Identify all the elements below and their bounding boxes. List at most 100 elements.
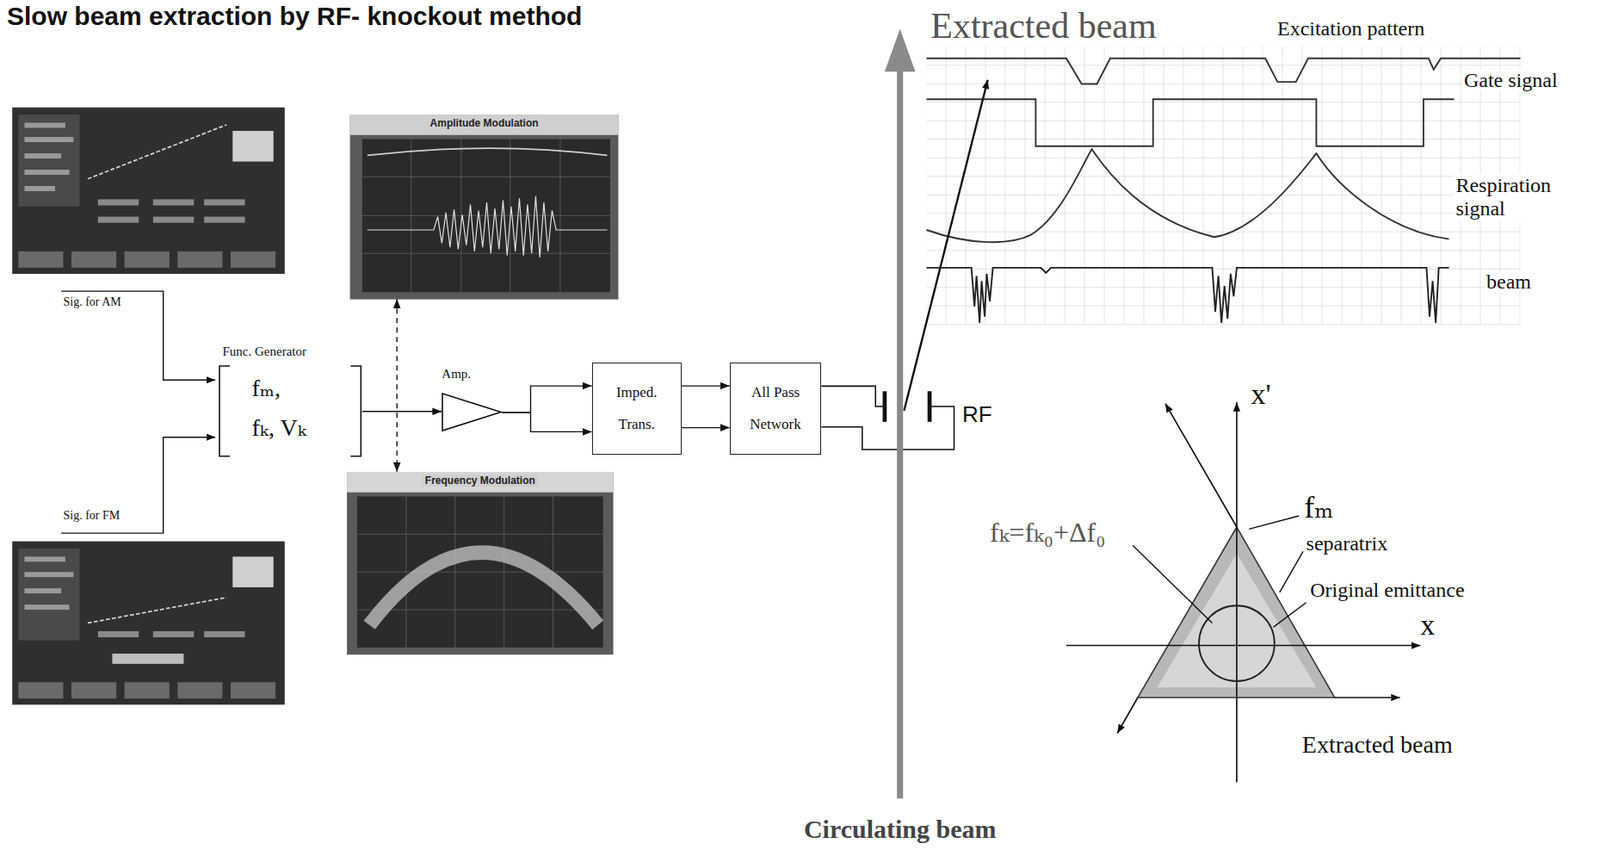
electrode-plate	[927, 390, 933, 422]
screen-box	[232, 555, 273, 587]
screen-area	[357, 495, 604, 647]
screen-grid	[357, 495, 604, 647]
screen-text-block	[153, 630, 194, 637]
all-pass-network: All Pass Network	[729, 362, 822, 455]
screen-text-block	[98, 630, 139, 637]
beam-label: Extracted beam	[930, 7, 1156, 44]
electrode-label: RF	[962, 402, 993, 426]
screen-text-block	[24, 123, 65, 129]
fm-band	[369, 552, 599, 625]
screen-text-block	[24, 136, 74, 143]
screen-text-block	[24, 555, 65, 562]
parameter-text: fₖ, Vₖ	[252, 414, 307, 442]
screen-text-block	[24, 153, 62, 159]
screen-text-block	[24, 587, 62, 594]
leader-line	[1273, 602, 1307, 627]
screen-strip	[350, 114, 619, 136]
scope-grid	[926, 47, 1521, 325]
screenshot-title: Frequency Modulation	[421, 474, 539, 487]
screen-text-block	[153, 198, 194, 205]
screen-panel	[18, 114, 80, 207]
screen-text-block	[24, 604, 69, 610]
leader-line	[1279, 550, 1304, 592]
screen-ramp	[87, 597, 227, 624]
callout-label: Original emittance	[1309, 579, 1465, 600]
am-envelope	[367, 148, 608, 155]
screen-button	[177, 251, 223, 268]
respiration-trace	[926, 148, 1450, 242]
axis-label: x	[1420, 610, 1435, 640]
fm-screenshot-box: Frequency Modulation	[346, 471, 613, 655]
screen-button	[71, 681, 117, 699]
trace-name: Respiration signal	[1453, 173, 1570, 222]
screen-text-block	[24, 185, 56, 192]
signal-connector	[681, 384, 730, 386]
screenshot-bottom-left	[12, 541, 285, 705]
xprime-axis	[1235, 401, 1238, 782]
circulating-beam-line	[896, 67, 903, 798]
amplifier-triangle	[442, 393, 501, 431]
screen-area	[362, 138, 611, 292]
fm-signal-wire	[61, 437, 216, 533]
callout-label: separatrix	[1306, 532, 1389, 554]
emittance-circle	[1198, 605, 1275, 681]
screen-button	[177, 681, 223, 699]
signal-connector	[501, 385, 592, 413]
bracket-path	[219, 365, 361, 457]
screenshot-title: Amplitude Modulation	[426, 117, 543, 130]
block-label: All Pass Network	[743, 376, 808, 441]
separatrix-arm	[1334, 696, 1401, 699]
electrode-plate	[883, 390, 888, 422]
separatrix-arm	[1117, 697, 1138, 733]
separatrix-arm	[1165, 403, 1237, 527]
screen-frame	[12, 541, 285, 705]
screen-grid	[362, 138, 611, 292]
signal-name: Sig. for FM	[63, 509, 121, 522]
screen-text-block	[203, 216, 245, 223]
function-generator: Func. Generatorfₘ,fₖ, Vₖ	[217, 364, 363, 458]
scope-ground	[926, 47, 1521, 325]
signal-connector	[681, 426, 730, 428]
slide-title: Slow beam extraction by RF- knockout met…	[6, 1, 582, 31]
screen-box	[111, 653, 184, 664]
screenshot-top-left	[12, 107, 285, 274]
circulating-beam-head	[884, 28, 916, 72]
amplifier-symbol: Amp.	[441, 392, 502, 432]
screen-text-block	[98, 216, 139, 223]
beam-label: Circulating beam	[803, 815, 997, 842]
screen-button	[124, 681, 170, 699]
impedance-transformer: Imped. Trans.	[592, 362, 682, 455]
screen-text-block	[203, 198, 245, 205]
amplifier-outline	[441, 392, 502, 432]
modulation-link	[395, 298, 397, 471]
trace-name: beam	[1484, 271, 1533, 292]
screen-button	[230, 681, 276, 699]
screen-button	[71, 251, 117, 268]
screen-text-block	[98, 198, 139, 205]
gate-trace	[926, 98, 1455, 147]
beam-trace	[926, 267, 1450, 323]
oscilloscope-traces	[926, 47, 1521, 325]
leader-line	[1248, 515, 1299, 529]
screen-frame	[12, 107, 285, 274]
frequency-label: fₘ	[1303, 491, 1334, 523]
screen-text-block	[24, 169, 69, 175]
block-heading: Amp.	[441, 366, 471, 382]
screen-frame	[346, 471, 613, 655]
signal-connector	[501, 412, 592, 432]
electrode-wire	[821, 385, 884, 407]
electrode-wire	[821, 406, 954, 450]
separatrix-inner	[1156, 553, 1316, 687]
screen-button	[18, 681, 63, 699]
trace-name: Gate signal	[1462, 69, 1560, 91]
bracket-outline	[217, 364, 363, 458]
separatrix-triangle	[1137, 526, 1335, 698]
screen-button	[124, 251, 170, 268]
axis-label: x'	[1251, 379, 1272, 409]
signal-connector	[362, 410, 442, 412]
trace-name: Excitation pattern	[1275, 18, 1427, 39]
am-burst	[367, 196, 608, 258]
screen-button	[18, 251, 63, 268]
screen-text-block	[153, 216, 194, 223]
screen-button	[230, 251, 276, 268]
